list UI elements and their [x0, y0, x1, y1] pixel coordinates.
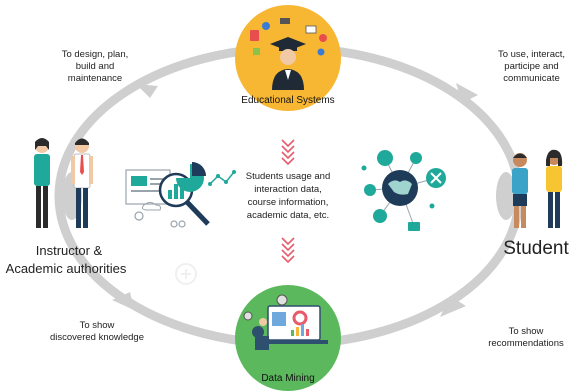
student-figures-icon	[512, 149, 563, 228]
actor-label-instructor-line2: Academic authorities	[5, 261, 127, 276]
edge-label-top-left-line1: To design, plan,	[61, 49, 129, 60]
center-description-line4: academic data, etc.	[246, 210, 330, 221]
edge-label-top-right-line3: communicate	[503, 73, 560, 84]
edge-label-top-right-line1: To use, interact,	[497, 49, 566, 60]
arrowhead-bottom-left	[112, 292, 134, 310]
edge-label-bottom-left-line2: discovered knowledge	[49, 332, 144, 343]
node-educational-systems	[235, 5, 341, 111]
center-description-line2: interaction data,	[254, 184, 322, 195]
edge-label-bottom-right: To show recommendations	[478, 326, 574, 350]
edge-label-bottom-left-line1: To show	[79, 320, 115, 331]
edge-label-bottom-right-line2: recommendations	[488, 338, 564, 349]
graduate-icon	[270, 37, 306, 90]
actor-label-student: Student	[503, 238, 569, 259]
edge-label-top-left-line3: maintenance	[67, 73, 123, 84]
edge-label-bottom-left: To show discovered knowledge	[38, 320, 156, 344]
edge-label-top-right: To use, interact, participe and communic…	[484, 49, 579, 85]
chevrons-top	[281, 139, 295, 166]
world-data-network-icon	[361, 150, 446, 231]
arrowhead-top-right	[456, 83, 478, 103]
analyst-at-dashboard-icon	[243, 294, 328, 350]
data-analysis-magnifier-icon	[125, 162, 236, 228]
education-icons-cluster	[250, 18, 327, 56]
edge-label-top-left-line2: build and	[75, 61, 115, 72]
center-description-line3: course information,	[247, 197, 329, 208]
arrowhead-top-left	[136, 84, 158, 98]
edge-label-bottom-right-line1: To show	[508, 326, 544, 337]
instructor-figures-icon	[34, 138, 93, 228]
node-data-mining	[235, 285, 341, 391]
edge-label-top-right-line2: participe and	[504, 61, 559, 72]
actor-label-instructor-line1: Instructor &	[35, 243, 103, 258]
watermark-icon	[175, 263, 197, 285]
chevrons-bottom	[281, 237, 295, 264]
node-label-bottom: Data Mining	[261, 373, 315, 384]
edge-label-top-left: To design, plan, build and maintenance	[40, 49, 150, 85]
center-description: Students usage and interaction data, cou…	[240, 170, 336, 222]
node-label-top: Educational Systems	[241, 95, 335, 106]
center-description-line1: Students usage and	[245, 171, 331, 182]
arrowhead-bottom-right	[440, 296, 466, 317]
